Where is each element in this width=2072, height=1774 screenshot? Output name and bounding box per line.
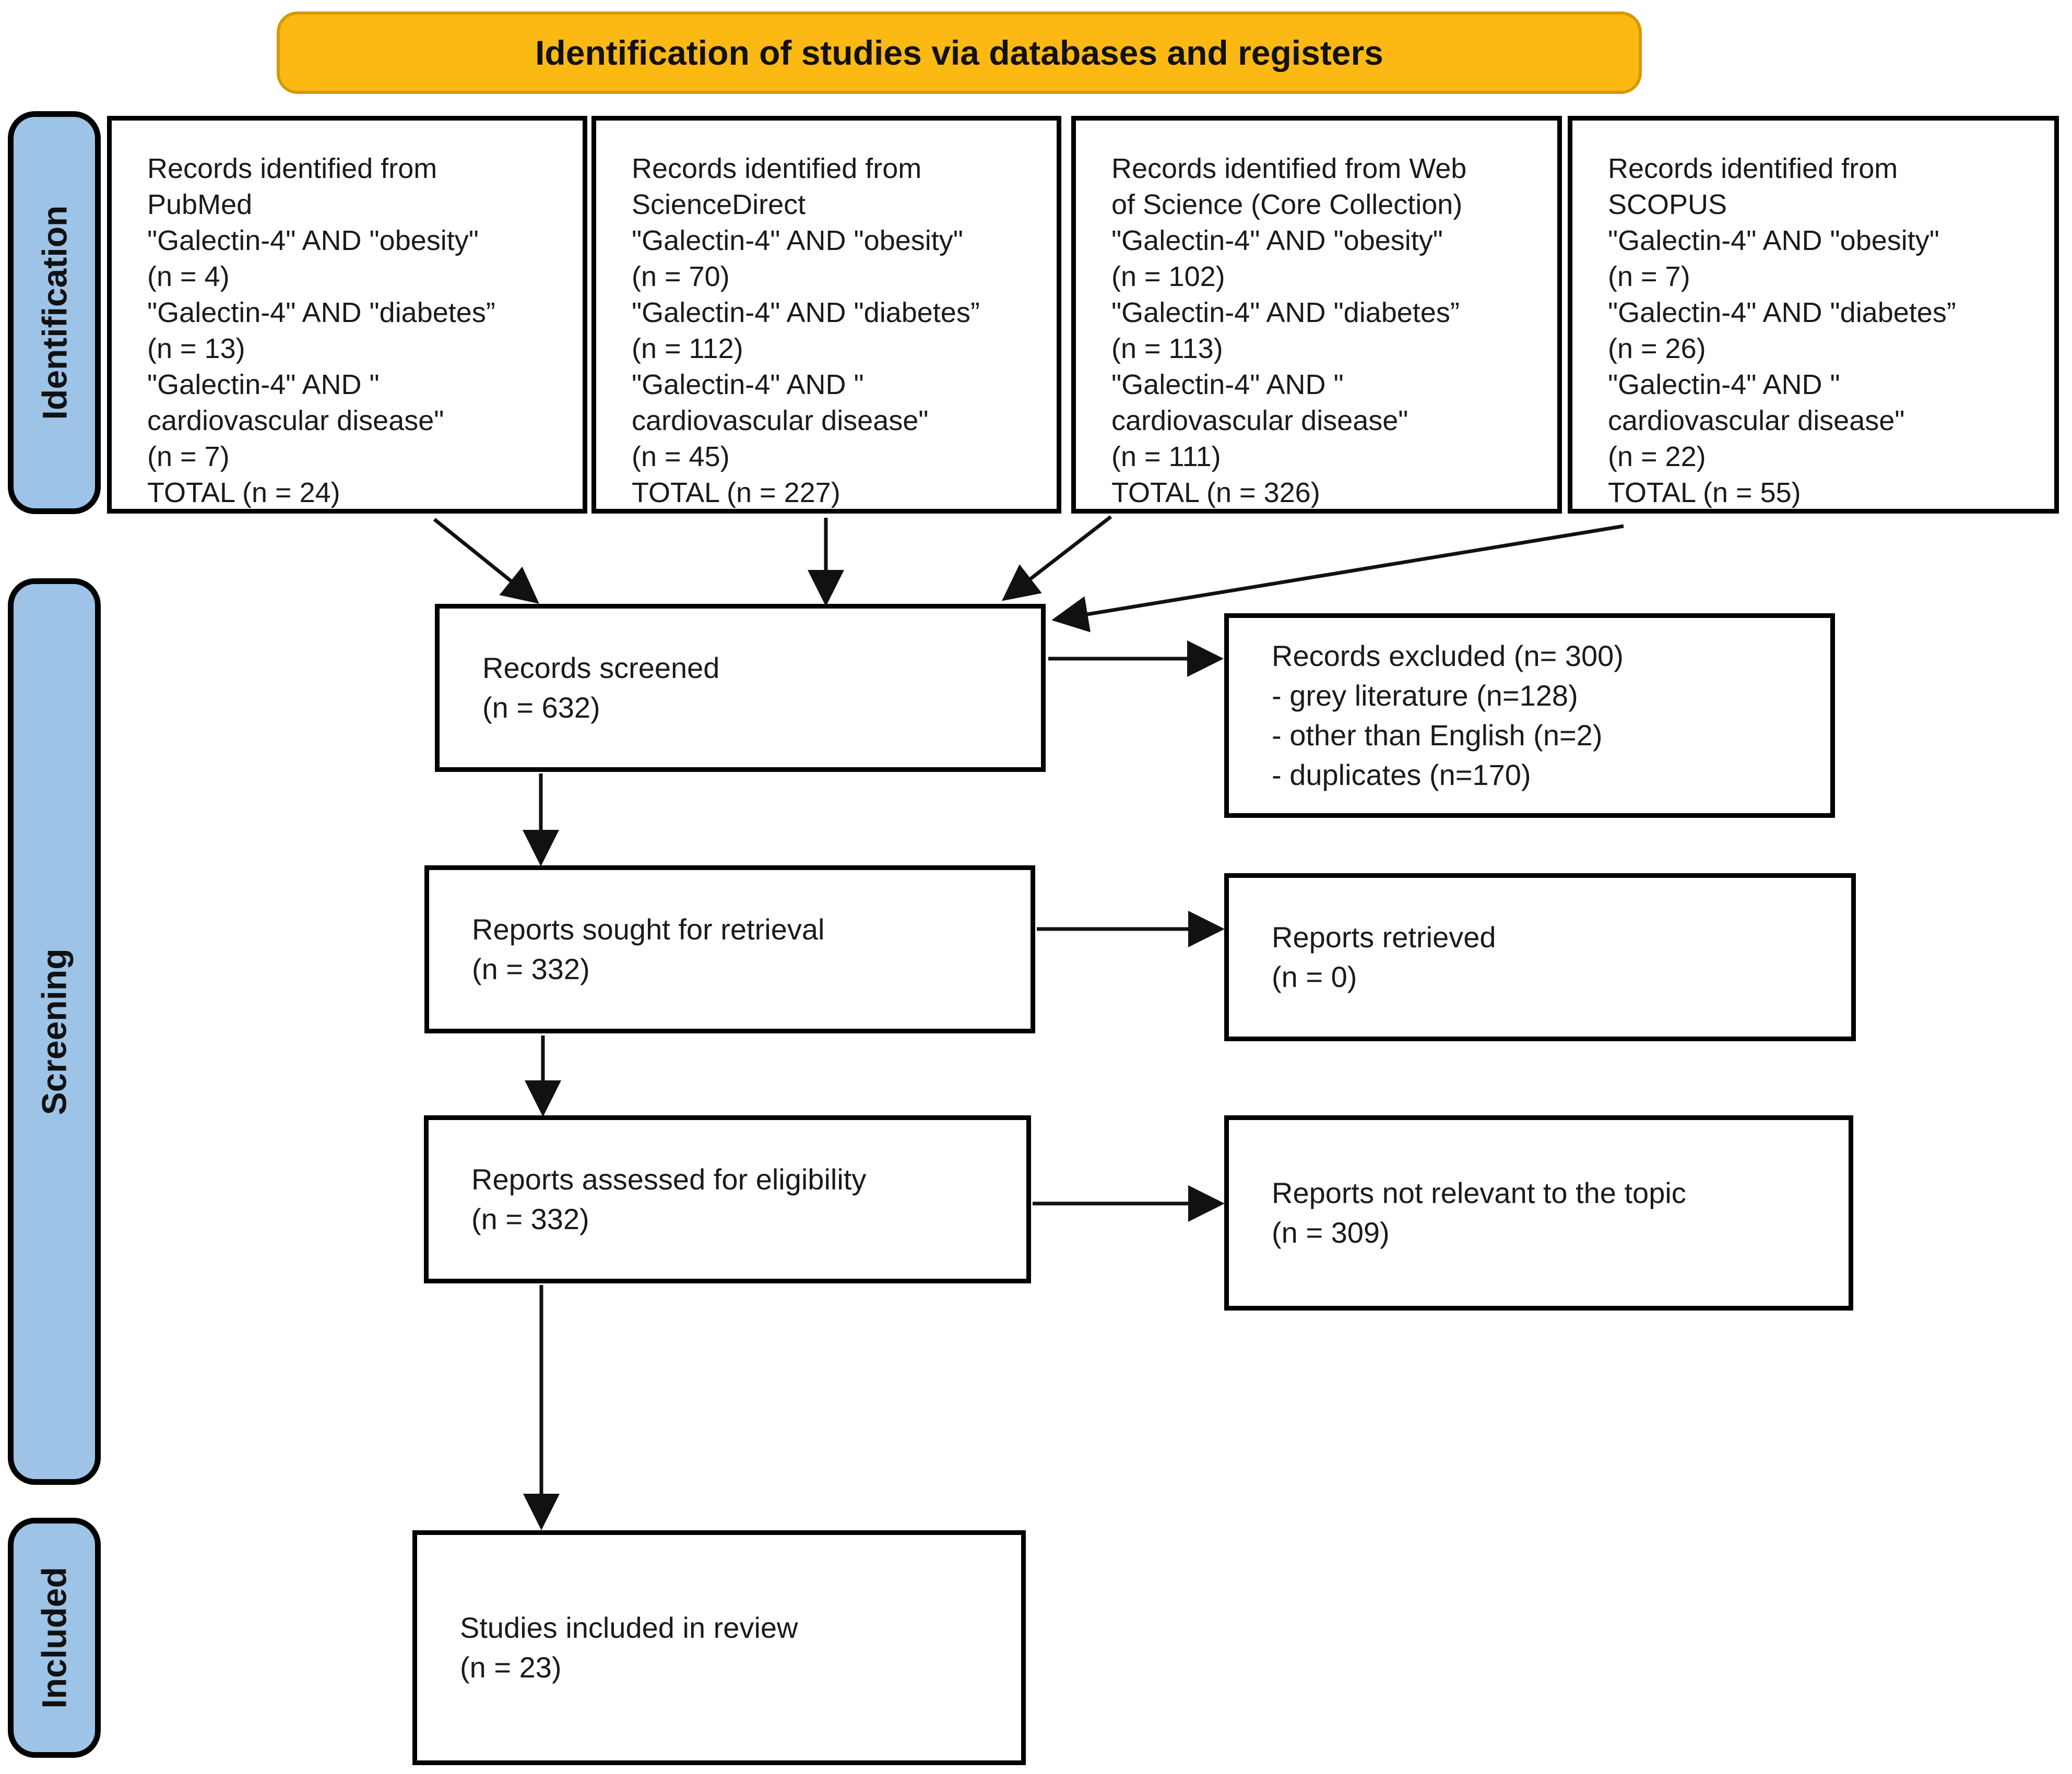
source-box-web-of-science: Records identified from Web of Science (… (1071, 116, 1562, 514)
flow-box-reports-sought: Reports sought for retrieval (n = 332) (424, 865, 1035, 1033)
flow-box-reports-not-relevant: Reports not relevant to the topic (n = 3… (1224, 1115, 1853, 1311)
records-excluded-text: Records excluded (n= 300) - grey literat… (1272, 639, 1624, 791)
stage-label-identification-text: Identification (35, 205, 74, 420)
flow-box-reports-retrieved: Reports retrieved (n = 0) (1224, 873, 1856, 1041)
source-box-scopus-text: Records identified from SCOPUS "Galectin… (1608, 153, 1956, 508)
flow-box-reports-assessed: Reports assessed for eligibility (n = 33… (424, 1115, 1031, 1283)
source-box-scopus: Records identified from SCOPUS "Galectin… (1568, 116, 2059, 514)
arrow-webofscience-to-screened (1001, 515, 1112, 601)
stage-label-screening: Screening (8, 578, 101, 1485)
flow-box-studies-included: Studies included in review (n = 23) (412, 1530, 1026, 1765)
reports-assessed-text: Reports assessed for eligibility (n = 33… (471, 1163, 867, 1235)
arrow-scopus-to-screened (1051, 524, 1624, 633)
source-box-web-of-science-text: Records identified from Web of Science (… (1111, 153, 1467, 508)
diagram-title-banner: Identification of studies via databases … (277, 11, 1642, 94)
records-screened-text: Records screened (n = 632) (482, 651, 720, 724)
stage-label-identification: Identification (8, 111, 101, 514)
reports-not-relevant-text: Reports not relevant to the topic (n = 3… (1272, 1176, 1686, 1249)
flow-box-records-excluded: Records excluded (n= 300) - grey literat… (1224, 613, 1835, 818)
source-box-pubmed: Records identified from PubMed "Galectin… (107, 116, 587, 514)
studies-included-text: Studies included in review (n = 23) (460, 1611, 798, 1684)
arrow-pubmed-to-screened (433, 518, 539, 604)
stage-label-screening-text: Screening (35, 948, 74, 1115)
source-box-sciencedirect: Records identified from ScienceDirect "G… (591, 116, 1061, 514)
source-box-pubmed-text: Records identified from PubMed "Galectin… (147, 153, 495, 508)
reports-sought-text: Reports sought for retrieval (n = 332) (472, 913, 825, 985)
reports-retrieved-text: Reports retrieved (n = 0) (1272, 921, 1496, 993)
flow-box-records-screened: Records screened (n = 632) (435, 604, 1046, 772)
source-box-sciencedirect-text: Records identified from ScienceDirect "G… (632, 153, 980, 508)
stage-label-included-text: Included (35, 1567, 74, 1709)
diagram-title: Identification of studies via databases … (535, 33, 1383, 72)
stage-label-included: Included (8, 1518, 101, 1758)
